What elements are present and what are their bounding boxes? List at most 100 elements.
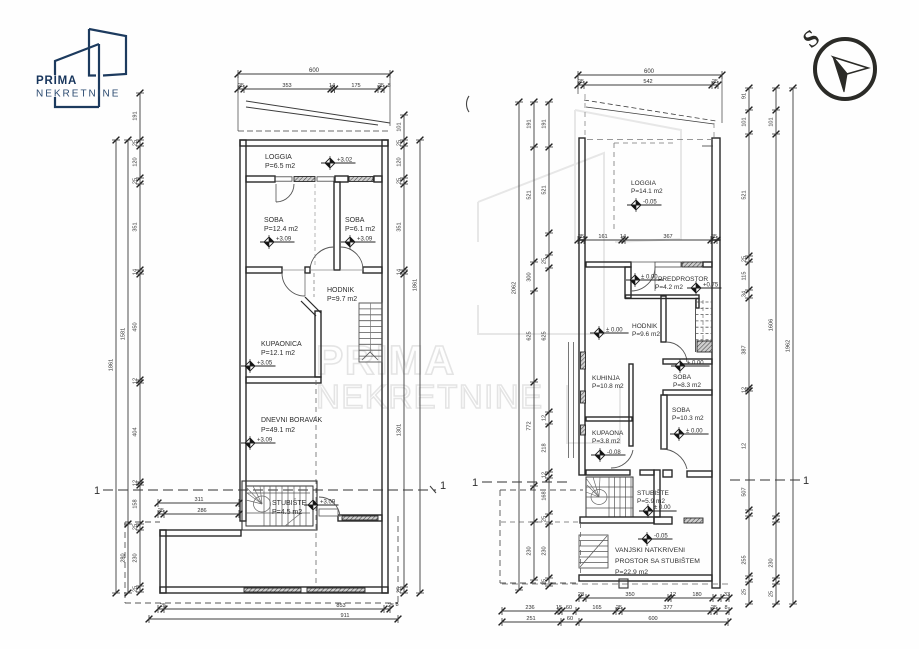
svg-text:NEKRETNINE: NEKRETNINE: [316, 378, 544, 415]
svg-text:625: 625: [541, 331, 547, 340]
svg-text:P=14.1 m2: P=14.1 m2: [631, 188, 663, 195]
svg-text:158: 158: [132, 499, 138, 508]
svg-text:P=12.4 m2: P=12.4 m2: [264, 226, 298, 233]
svg-text:12: 12: [670, 592, 676, 598]
svg-text:521: 521: [526, 190, 532, 199]
svg-text:367: 367: [663, 234, 672, 240]
svg-text:1: 1: [440, 480, 446, 492]
svg-text:25: 25: [711, 605, 717, 611]
svg-text:SOBA: SOBA: [672, 407, 691, 414]
svg-text:+3.09: +3.09: [320, 500, 336, 506]
svg-text:311: 311: [195, 497, 204, 503]
svg-text:± 0.00: ± 0.00: [654, 505, 671, 511]
svg-text:191: 191: [541, 119, 547, 128]
svg-text:600: 600: [644, 69, 655, 75]
svg-text:230: 230: [541, 546, 547, 555]
svg-text:101: 101: [396, 122, 402, 131]
svg-text:91: 91: [741, 93, 747, 99]
svg-text:191: 191: [132, 111, 138, 120]
svg-text:-0.08: -0.08: [607, 450, 621, 456]
svg-text:255: 255: [741, 555, 747, 564]
svg-text:1962: 1962: [785, 340, 791, 352]
svg-text:101: 101: [741, 117, 747, 126]
svg-text:-0.05: -0.05: [643, 200, 657, 206]
svg-text:P=5.9 m2: P=5.9 m2: [637, 498, 665, 505]
svg-text:25: 25: [396, 140, 402, 146]
svg-text:2062: 2062: [511, 282, 517, 294]
svg-text:1: 1: [94, 485, 100, 497]
svg-text:P=9.7 m2: P=9.7 m2: [327, 296, 357, 303]
svg-text:387: 387: [741, 345, 747, 354]
svg-text:P=6.5 m2: P=6.5 m2: [265, 163, 295, 170]
svg-text:377: 377: [663, 605, 672, 611]
svg-text:SOBA: SOBA: [673, 374, 692, 381]
svg-text:25: 25: [396, 587, 402, 593]
svg-text:853: 853: [336, 603, 345, 609]
svg-text:STUBIŠTE: STUBIŠTE: [637, 488, 669, 497]
svg-text:25: 25: [132, 524, 138, 530]
svg-text:12: 12: [132, 480, 138, 486]
svg-text:350: 350: [625, 592, 634, 598]
svg-text:230: 230: [526, 546, 532, 555]
svg-text:25: 25: [132, 586, 138, 592]
svg-text:251: 251: [526, 616, 535, 622]
svg-text:1301: 1301: [396, 424, 402, 436]
svg-text:8: 8: [395, 602, 398, 608]
svg-text:± 0.00: ± 0.00: [687, 361, 704, 367]
svg-text:542: 542: [643, 79, 652, 85]
svg-text:P=9.6 m2: P=9.6 m2: [632, 331, 660, 338]
svg-text:VANJSKI NATKRIVENI: VANJSKI NATKRIVENI: [615, 547, 685, 554]
svg-text:286: 286: [197, 508, 206, 514]
svg-text:218: 218: [541, 443, 547, 452]
svg-text:+3.09: +3.09: [357, 237, 373, 243]
svg-text:168: 168: [541, 491, 547, 500]
svg-text:180: 180: [692, 592, 701, 598]
svg-text:+3.05: +3.05: [257, 361, 273, 367]
svg-text:P=8.3 m2: P=8.3 m2: [673, 382, 701, 389]
svg-text:521: 521: [741, 190, 747, 199]
svg-text:404: 404: [132, 427, 138, 436]
svg-text:1861: 1861: [108, 359, 114, 371]
svg-text:34: 34: [741, 291, 747, 297]
svg-text:25: 25: [541, 516, 547, 522]
svg-text:25: 25: [768, 591, 774, 597]
svg-text:772: 772: [526, 421, 532, 430]
svg-text:230: 230: [768, 558, 774, 567]
svg-text:P=3.8 m2: P=3.8 m2: [592, 438, 620, 445]
svg-text:507: 507: [741, 487, 747, 496]
svg-text:SOBA: SOBA: [264, 217, 284, 224]
svg-text:33: 33: [724, 592, 730, 598]
svg-text:1: 1: [472, 477, 478, 489]
svg-text:PRIMA: PRIMA: [36, 75, 77, 87]
svg-text:25: 25: [578, 79, 584, 85]
svg-text:300: 300: [526, 272, 532, 281]
svg-text:25: 25: [396, 178, 402, 184]
svg-text:SOBA: SOBA: [345, 217, 365, 224]
svg-text:521: 521: [541, 185, 547, 194]
svg-text:25: 25: [541, 579, 547, 585]
svg-text:25: 25: [160, 603, 166, 609]
svg-text:600: 600: [309, 68, 320, 74]
svg-text:KUPAONA: KUPAONA: [592, 430, 624, 437]
svg-text:12: 12: [541, 472, 547, 478]
svg-text:12: 12: [741, 443, 747, 449]
svg-text:351: 351: [396, 222, 402, 231]
svg-text:P=49.1 m2: P=49.1 m2: [261, 427, 295, 434]
svg-text:236: 236: [525, 605, 534, 611]
svg-text:115: 115: [741, 272, 747, 281]
svg-text:P=10.8 m2: P=10.8 m2: [592, 383, 624, 390]
svg-text:KUPAONICA: KUPAONICA: [261, 341, 302, 348]
svg-text:60: 60: [567, 616, 573, 622]
svg-text:60: 60: [566, 605, 572, 611]
svg-text:161: 161: [598, 234, 607, 240]
svg-text:P=12.1 m2: P=12.1 m2: [261, 350, 295, 357]
svg-text:120: 120: [396, 157, 402, 166]
svg-text:25: 25: [158, 508, 164, 514]
svg-text:+3.09: +3.09: [276, 237, 292, 243]
svg-text:14: 14: [620, 234, 626, 240]
svg-text:STUBIŠTE: STUBIŠTE: [272, 498, 307, 507]
svg-text:+0.75: +0.75: [703, 283, 719, 289]
svg-text:165: 165: [592, 605, 601, 611]
svg-text:25: 25: [378, 83, 384, 89]
svg-text:12: 12: [741, 387, 747, 393]
